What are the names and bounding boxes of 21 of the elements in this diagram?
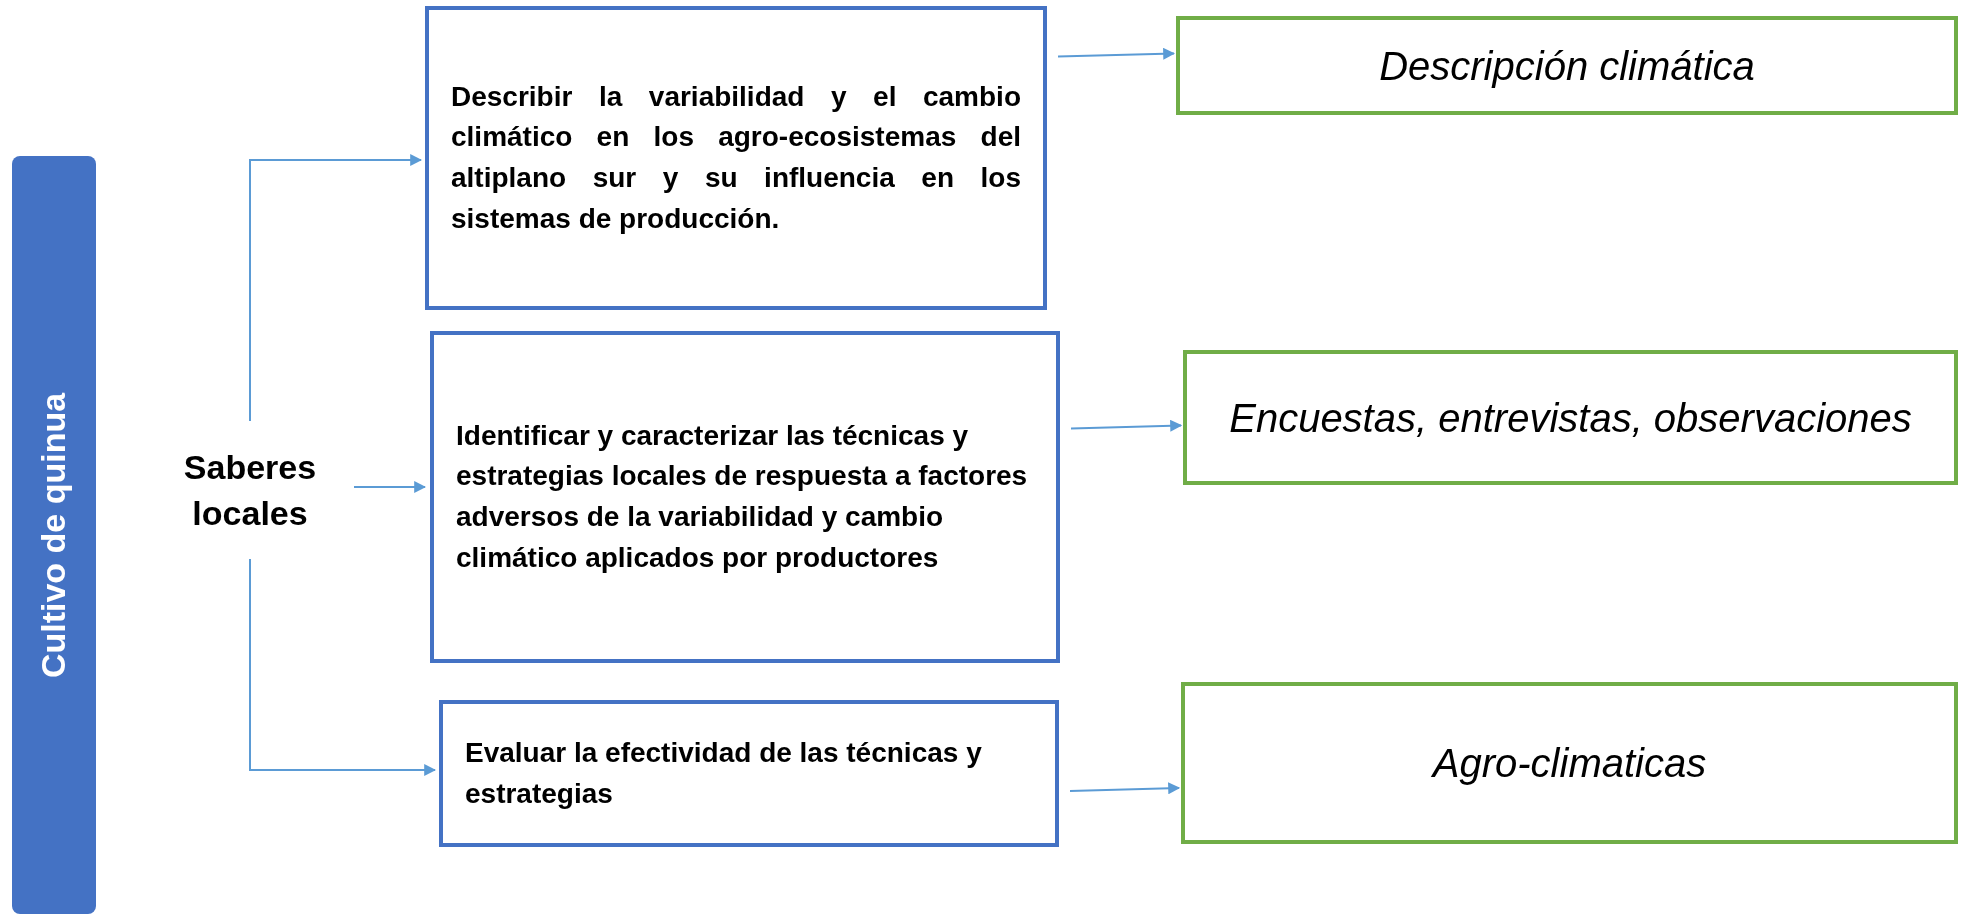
- label-text: Saberes locales: [182, 447, 318, 534]
- arrow: [1057, 47, 1176, 60]
- box-text: Identificar y caracterizar las técnicas y estrategias locales de respuesta a factores adversos de la variabilidad y cambio climático aplicados por productores: [456, 418, 1029, 575]
- box-text: Evaluar la efectividad de las técnicas y estrategias: [465, 735, 983, 811]
- arrow: [1070, 419, 1183, 432]
- result-box: [1183, 350, 1958, 485]
- result-box: [1181, 682, 1958, 844]
- arrow: [249, 558, 437, 776]
- vertical-band: [12, 156, 96, 914]
- box-text: Descripción climática: [1379, 42, 1755, 90]
- objective-box: [425, 6, 1047, 310]
- objective-box: [439, 700, 1059, 847]
- box-text: Encuestas, entrevistas, observaciones: [1229, 394, 1912, 442]
- band-title: Cultivo de quinua: [34, 392, 74, 678]
- box-text: Agro-climaticas: [1432, 740, 1707, 787]
- objective-box: [430, 331, 1060, 663]
- arrow: [249, 154, 423, 422]
- result-box: [1176, 16, 1958, 115]
- arrow: [1069, 782, 1181, 795]
- arrow: [353, 481, 427, 493]
- box-text: Describir la variabilidad y el cambio climático en los agro-ecosistemas del altiplano sur y su influencia en los sistemas de producción.: [451, 79, 1021, 236]
